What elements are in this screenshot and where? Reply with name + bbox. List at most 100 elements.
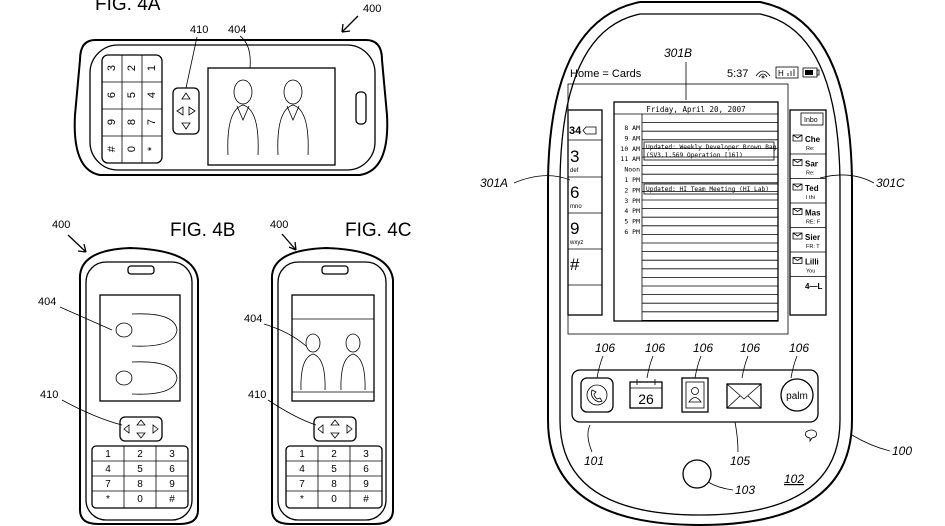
status-time: 5:37 (727, 68, 748, 80)
fig-4a-key-6: 7 (146, 119, 158, 125)
calendar-time-label: 11 AM (620, 155, 640, 163)
fig-4b-key-5: 6 (169, 464, 175, 475)
fig-4c-label: FIG. 4C (345, 220, 412, 241)
calendar-card: Friday, April 20, 2007 8 AM 9 AM 10 AM 11 A… (613, 101, 779, 322)
fig-4b-key-9: * (106, 494, 110, 505)
ref-301c-leader (819, 174, 875, 184)
phone-app-icon[interactable] (580, 377, 614, 413)
ref-101: 101 (584, 454, 604, 468)
fig-4a-dpad (172, 87, 200, 135)
fig-4a-key-2: 3 (106, 65, 118, 71)
calendar-time-label: 2 PM (624, 186, 640, 194)
mail-icon (792, 257, 803, 264)
fig-4a-key-4: 5 (126, 92, 138, 98)
fig-4c-key-6: 7 (299, 479, 305, 490)
fig-4b-speaker (127, 265, 155, 275)
inbox-item-sub: You (806, 269, 815, 275)
inbox-item-sub: I thi (806, 195, 815, 201)
fig-4c-people-icon (300, 333, 366, 391)
fig-4c-key-3: 4 (299, 464, 305, 475)
fig-4b-key-3: 4 (105, 464, 111, 475)
fig-4c-dpad (313, 416, 357, 442)
fig-4c-key-1: 2 (331, 449, 337, 460)
fig-4c-screen-ref: 404 (244, 313, 262, 325)
fig-4a-key-9: * (146, 146, 158, 151)
ref-106-leader (790, 355, 798, 379)
fig-4a-device-ref: 400 (363, 3, 381, 15)
fig-4c-device-ref: 400 (270, 219, 288, 231)
mail-icon (792, 183, 803, 191)
status-home-cards: Home = Cards (570, 68, 642, 80)
fig-4b-dpad-leader (61, 399, 123, 426)
calendar-time-label: 10 AM (620, 145, 640, 153)
dialer-key-letters: mno (570, 204, 582, 210)
calendar-time-label: 8 AM (624, 124, 640, 132)
event-2-line1: Updated: HI Team Meeting (HI Lab) (646, 186, 769, 193)
fig-4a-label: FIG. 4A (95, 0, 161, 15)
fig-4b-key-10: 0 (137, 494, 143, 505)
fig-4b-key-7: 8 (137, 479, 143, 490)
email-app-icon[interactable] (726, 383, 762, 409)
home-button[interactable] (682, 459, 712, 489)
fig-4c-body (270, 246, 394, 525)
ref-106-leader (694, 355, 702, 379)
fig-4a-body (73, 39, 389, 176)
calendar-time-label: 5 PM (624, 218, 640, 226)
fig-4c-key-5: 6 (363, 464, 369, 475)
ref-106-leader (646, 355, 654, 379)
calendar-time-label: 9 AM (624, 134, 640, 142)
fig-4b-key-1: 2 (137, 449, 143, 460)
fig-4b-keypad (91, 445, 189, 509)
fig-4c-dpad-ref: 410 (248, 389, 266, 401)
inbox-item-name: Che (805, 135, 821, 144)
fig-4b-inner-bezel (85, 261, 193, 521)
inbox-item-sub: Re: (806, 171, 815, 177)
calendar-date: Friday, April 20, 2007 (646, 105, 745, 114)
fig-4a-people-icon (227, 79, 309, 156)
inbox-item-name: Lilli (805, 258, 819, 267)
ref-103: 103 (735, 483, 755, 497)
fig-4b-dpad-arrows-icon (123, 419, 159, 439)
fig-4b-device-ref: 400 (52, 219, 70, 231)
fig-4b-screen-leader (59, 306, 113, 331)
event-1-line1: Updated: Weekly Developer Brown Bag (646, 144, 777, 151)
fig-4a-dpad-leader (185, 36, 198, 89)
fig-4c-key-0: 1 (299, 449, 305, 460)
smartphone-figure: Home = Cards 5:37 H 301B Friday, April 2… (480, 1, 912, 526)
mail-icon (792, 208, 803, 215)
event-1-box (643, 141, 775, 161)
ref-301a-leader (513, 175, 571, 184)
dialer-header: 34 (569, 125, 582, 137)
fig-4c-speaker (321, 265, 349, 275)
ref-106: 106 (645, 341, 665, 355)
calendar-time-label: 6 PM (624, 228, 640, 236)
ref-106-leader (741, 355, 749, 379)
fig-4b-key-6: 7 (105, 479, 111, 490)
ref-106: 106 (789, 341, 809, 355)
fig-4b-key-0: 1 (105, 449, 111, 460)
phone-body (547, 1, 853, 526)
ref-105-leader (734, 421, 739, 453)
fig-4c-key-11: # (363, 494, 369, 505)
ref-301b: 301B (664, 46, 692, 60)
fig-4c-key-9: * (300, 494, 304, 505)
ref-101-leader (587, 424, 593, 453)
fig-4b-key-4: 5 (137, 464, 143, 475)
fig-4b-dpad (119, 416, 163, 442)
fig-4a-keypad (101, 54, 163, 164)
fig-4c-inner-bezel (277, 261, 387, 521)
fig-4c-device-leader (281, 233, 297, 251)
contacts-app-icon[interactable] (681, 377, 709, 413)
inbox-header: Inbo (804, 117, 818, 124)
fig-4b-key-11: # (169, 494, 175, 505)
palm-app-icon[interactable]: palm (780, 378, 814, 412)
fig-4b-screen (99, 294, 181, 402)
fig-4c-key-2: 3 (363, 449, 369, 460)
calendar-app-icon[interactable]: 26 (629, 379, 663, 409)
fig-4c-screen-leader (263, 323, 307, 347)
